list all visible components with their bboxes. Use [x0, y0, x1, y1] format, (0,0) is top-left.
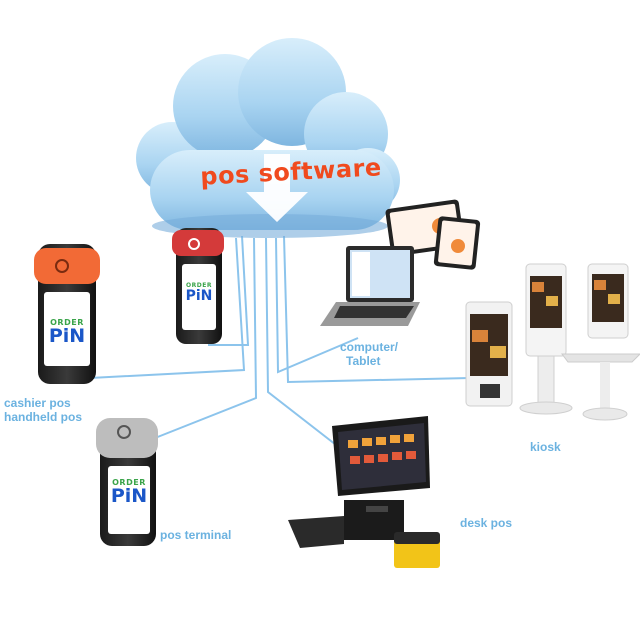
pos-terminal-label: pos terminal [160, 528, 232, 542]
connector-cashier [89, 237, 246, 379]
connector-top-handheld [208, 235, 250, 346]
desk-pos-device [288, 416, 430, 548]
top-handheld-device [172, 228, 224, 344]
cloud-icon [136, 38, 400, 238]
connector-kiosk [283, 235, 471, 384]
connector-terminal [149, 237, 258, 441]
connector-computer [275, 237, 359, 374]
terminal-screen-brand: ORDER PiN [110, 478, 148, 507]
top-handheld-screen-brand: ORDER PiN [185, 282, 213, 304]
floor-kiosk-devices [519, 263, 640, 421]
laptop-device [320, 246, 420, 326]
connector-lines [89, 235, 471, 449]
barcode-scanner-device [394, 532, 440, 568]
pos-terminal-device [96, 418, 158, 546]
connector-desk [265, 237, 341, 449]
cashier-pos-label: cashier pos handheld pos [4, 396, 82, 424]
cashier-screen-brand: ORDER PiN [48, 318, 86, 347]
computer-tablet-label: computer/ Tablet [340, 340, 399, 368]
desk-pos-label: desk pos [460, 516, 513, 530]
wall-kiosk-device [465, 301, 513, 407]
tablet-devices [385, 199, 481, 270]
download-arrow-icon [246, 154, 308, 222]
cashier-handheld-device [34, 244, 100, 384]
kiosk-label: kiosk [530, 440, 561, 454]
